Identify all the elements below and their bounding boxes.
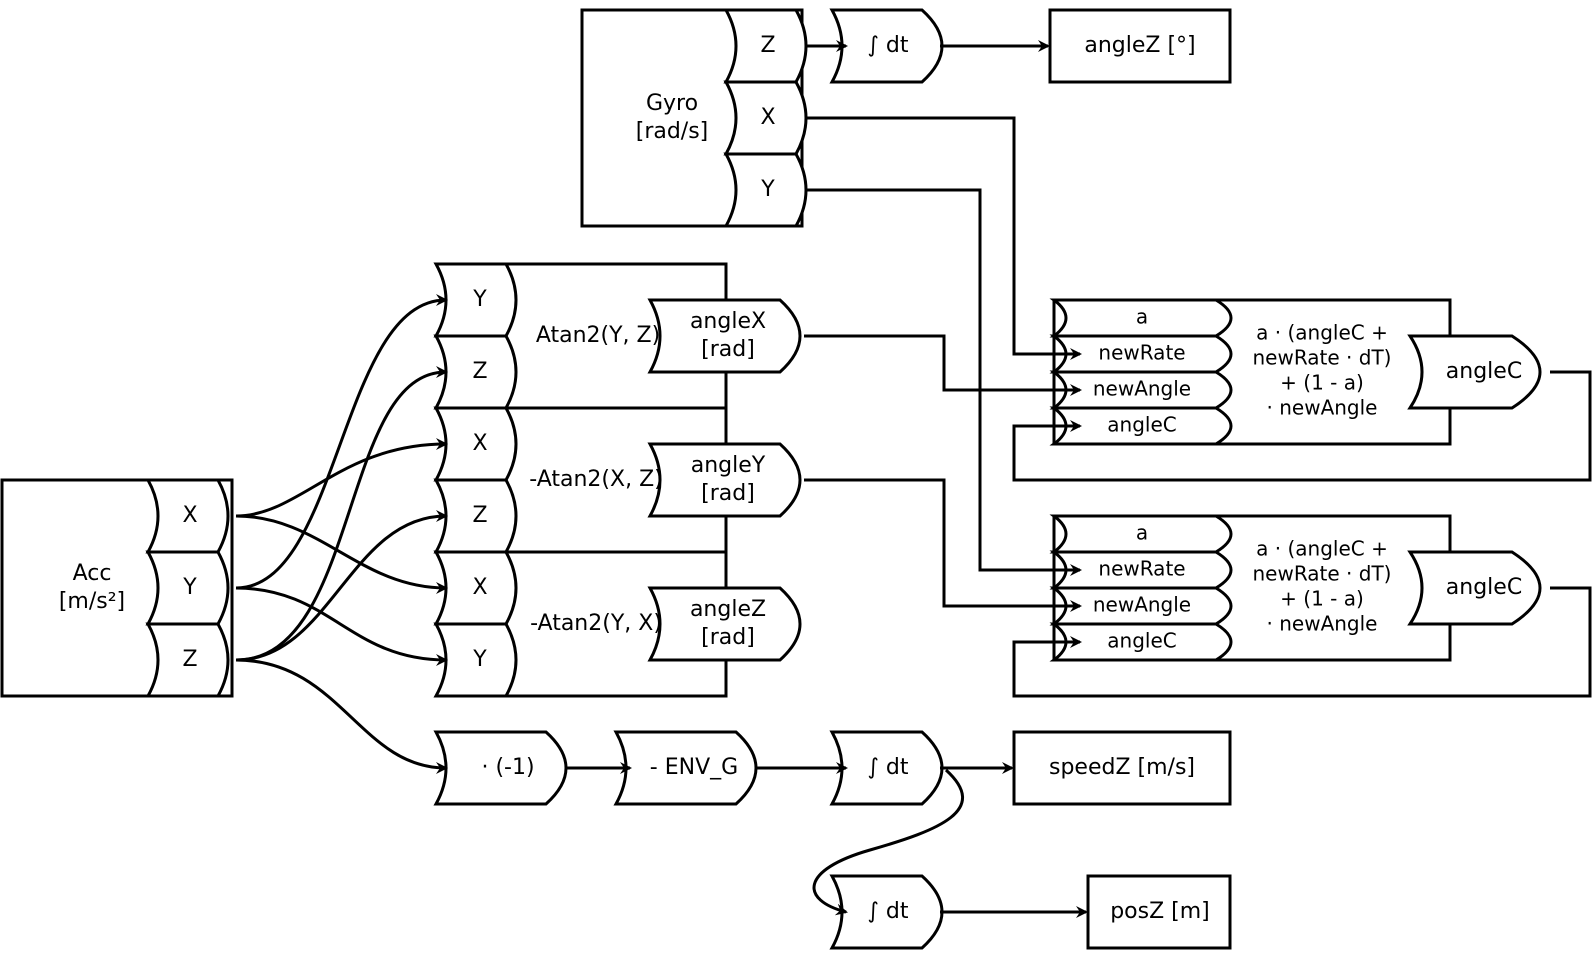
filter1-output-label: angleC bbox=[1446, 359, 1522, 384]
negate-label: · (-1) bbox=[481, 755, 534, 780]
wire-gyro-y-to-filter2-newrate bbox=[806, 188, 1082, 576]
acc-port-x-label: X bbox=[182, 503, 197, 528]
atan-y-formula: -Atan2(X, Z) bbox=[529, 467, 662, 492]
speed-integrator-label: ∫ dt bbox=[867, 755, 908, 780]
atan-block-angle-z: X Y -Atan2(Y, X) angleZ [rad] bbox=[433, 550, 802, 698]
acc-port-z bbox=[145, 622, 230, 698]
wire-acc-z-to-atan-x-in2 bbox=[235, 366, 448, 662]
filter2-input-newrate-label: newRate bbox=[1098, 557, 1185, 581]
atan-y-input-1-label: X bbox=[472, 431, 487, 456]
filter1-input-newangle-label: newAngle bbox=[1093, 377, 1191, 401]
wire-gyro-x-to-filter1-newrate bbox=[806, 116, 1082, 360]
acc-unit: [m/s²] bbox=[59, 589, 125, 614]
acc-port-y-label: Y bbox=[182, 575, 197, 600]
subtract-g-block bbox=[613, 730, 758, 806]
gyro-port-y bbox=[723, 152, 808, 228]
anglez-deg-output bbox=[1048, 8, 1232, 84]
pos-integrator-label: ∫ dt bbox=[867, 899, 908, 924]
wire-acc-x-to-atan-z-in1 bbox=[235, 514, 448, 594]
gyro-integrator-label: ∫ dt bbox=[867, 33, 908, 58]
angle-x-name: angleX bbox=[690, 309, 766, 334]
gyro-title: Gyro bbox=[646, 91, 698, 116]
speedz-output bbox=[1012, 730, 1232, 806]
filter2-input-newangle-label: newAngle bbox=[1093, 593, 1191, 617]
acc-port-z-label: Z bbox=[182, 647, 197, 672]
atan-x-formula: Atan2(Y, Z) bbox=[536, 323, 660, 348]
filter1-input-anglec-label: angleC bbox=[1107, 413, 1176, 437]
filter1-input-anglec bbox=[1049, 406, 1233, 446]
posz-output bbox=[1086, 874, 1232, 950]
angle-z-name: angleZ bbox=[690, 597, 766, 622]
filter2-input-a-label: a bbox=[1136, 521, 1148, 545]
wire-speed-integrator-to-pos-integrator bbox=[812, 768, 964, 916]
angle-x-output bbox=[647, 298, 802, 374]
gyro-block: Gyro [rad/s] Z X Y bbox=[580, 8, 808, 228]
filter2-formula-line-3: + (1 - a) bbox=[1280, 587, 1364, 611]
anglez-deg-label: angleZ [°] bbox=[1084, 33, 1195, 58]
posz-label: posZ [m] bbox=[1110, 899, 1210, 924]
filter2-formula-line-2: newRate · dT) bbox=[1253, 562, 1392, 586]
atan-z-formula: -Atan2(Y, X) bbox=[530, 611, 662, 636]
gyro-integrator bbox=[829, 8, 944, 84]
connections bbox=[235, 40, 1592, 918]
wire-filter1-feedback bbox=[1012, 370, 1592, 482]
wire-acc-y-to-atan-z-in2 bbox=[235, 586, 448, 666]
complementary-filter-1: a newRate newAngle angleC a · (angleC + … bbox=[1049, 298, 1542, 446]
atan-block-angle-x: Y Z Atan2(Y, Z) angleX [rad] bbox=[433, 262, 802, 410]
filter1-formula-line-3: + (1 - a) bbox=[1280, 371, 1364, 395]
wire-angle-x-to-filter1-newangle bbox=[804, 334, 1082, 396]
angle-y-output bbox=[647, 442, 802, 518]
filter2-formula-line-1: a · (angleC + bbox=[1256, 537, 1388, 561]
filter2-input-anglec-label: angleC bbox=[1107, 629, 1176, 653]
atan-y-input-2-label: Z bbox=[472, 503, 487, 528]
wire-acc-z-to-negate bbox=[235, 658, 448, 774]
filter2-output bbox=[1407, 550, 1542, 626]
wire-filter2-feedback bbox=[1012, 586, 1592, 698]
gyro-port-y-label: Y bbox=[760, 177, 775, 202]
wire-angle-y-to-filter2-newangle bbox=[804, 478, 1082, 612]
complementary-filter-2: a newRate newAngle angleC a · (angleC + … bbox=[1049, 514, 1542, 662]
filter2-input-anglec bbox=[1049, 622, 1233, 662]
filter1-formula-line-4: · newAngle bbox=[1267, 396, 1378, 420]
filter1-input-newrate-label: newRate bbox=[1098, 341, 1185, 365]
acc-title: Acc bbox=[73, 561, 112, 586]
atan-x-input-1-label: Y bbox=[472, 287, 487, 312]
acc-block: Acc [m/s²] X Y Z bbox=[0, 478, 234, 698]
wire-acc-x-to-atan-y-in1 bbox=[235, 438, 448, 518]
atan-block-angle-y: X Z -Atan2(X, Z) angleY [rad] bbox=[433, 406, 802, 554]
filter1-input-a-label: a bbox=[1136, 305, 1148, 329]
atan-z-input-1-label: X bbox=[472, 575, 487, 600]
angle-z-unit: [rad] bbox=[701, 625, 755, 650]
angle-y-unit: [rad] bbox=[701, 481, 755, 506]
atan-z-input-2 bbox=[433, 622, 518, 698]
filter2-output-label: angleC bbox=[1446, 575, 1522, 600]
wire-acc-z-to-atan-y-in2 bbox=[235, 510, 448, 662]
atan-z-input-2-label: Y bbox=[472, 647, 487, 672]
gyro-unit: [rad/s] bbox=[636, 119, 709, 144]
filter2-formula-line-4: · newAngle bbox=[1267, 612, 1378, 636]
speed-integrator bbox=[829, 730, 944, 806]
subtract-g-label: - ENV_G bbox=[650, 755, 738, 780]
speedz-label: speedZ [m/s] bbox=[1049, 755, 1195, 780]
filter1-output bbox=[1407, 334, 1542, 410]
gyro-port-x-label: X bbox=[760, 105, 775, 130]
negate-block bbox=[433, 730, 568, 806]
wire-acc-y-to-atan-x-in1 bbox=[235, 294, 448, 590]
gyro-port-z-label: Z bbox=[760, 33, 775, 58]
pos-integrator bbox=[829, 874, 944, 950]
filter1-formula-line-2: newRate · dT) bbox=[1253, 346, 1392, 370]
angle-x-unit: [rad] bbox=[701, 337, 755, 362]
atan-x-input-2-label: Z bbox=[472, 359, 487, 384]
filter1-formula-line-1: a · (angleC + bbox=[1256, 321, 1388, 345]
angle-y-name: angleY bbox=[691, 453, 766, 478]
angle-z-output bbox=[647, 586, 802, 662]
